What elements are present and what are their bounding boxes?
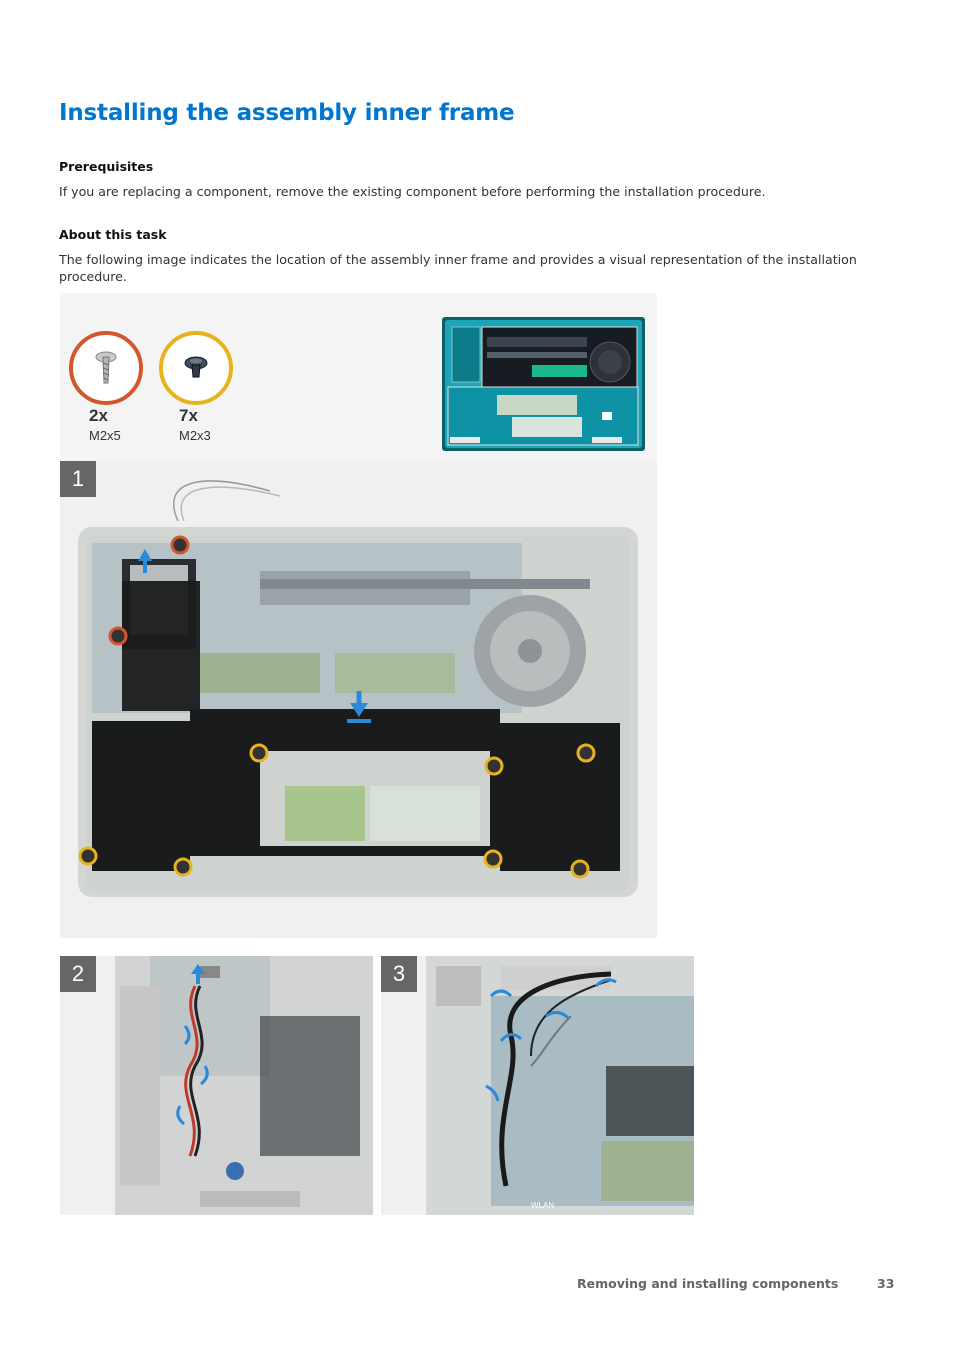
about-text: The following image indicates the locati… xyxy=(59,252,857,284)
m2x5-size: M2x5 xyxy=(89,428,121,443)
footer-section: Removing and installing components xyxy=(577,1276,839,1291)
m2x3-quantity: 7x xyxy=(179,406,198,425)
installation-figure: 2x M2x5 7x M2x3 xyxy=(60,293,695,1215)
page-title: Installing the assembly inner frame xyxy=(59,100,515,126)
m2x3-size: M2x3 xyxy=(179,428,211,443)
step-3-panel: WLAN 3 xyxy=(381,956,694,1215)
step-1-image xyxy=(78,480,638,897)
about-heading: About this task xyxy=(59,227,167,242)
step-3-image: WLAN xyxy=(426,956,694,1215)
step-1-panel: 1 xyxy=(60,461,657,938)
m2x5-quantity: 2x xyxy=(89,406,108,425)
step-3-badge: 3 xyxy=(381,956,417,992)
location-overview-image xyxy=(442,317,645,451)
step-2-panel: 2 xyxy=(60,956,373,1215)
m2x5-screw-icon xyxy=(69,331,143,405)
step-1-badge: 1 xyxy=(60,461,96,497)
page-number: 33 xyxy=(877,1276,895,1291)
prerequisites-text: If you are replacing a component, remove… xyxy=(59,184,766,199)
step-2-image xyxy=(115,956,373,1215)
m2x3-screw-icon xyxy=(159,331,233,405)
wlan-label: WLAN xyxy=(531,1201,554,1210)
screw-legend: 2x M2x5 7x M2x3 xyxy=(60,293,657,461)
prerequisites-heading: Prerequisites xyxy=(59,159,154,174)
step-2-badge: 2 xyxy=(60,956,96,992)
